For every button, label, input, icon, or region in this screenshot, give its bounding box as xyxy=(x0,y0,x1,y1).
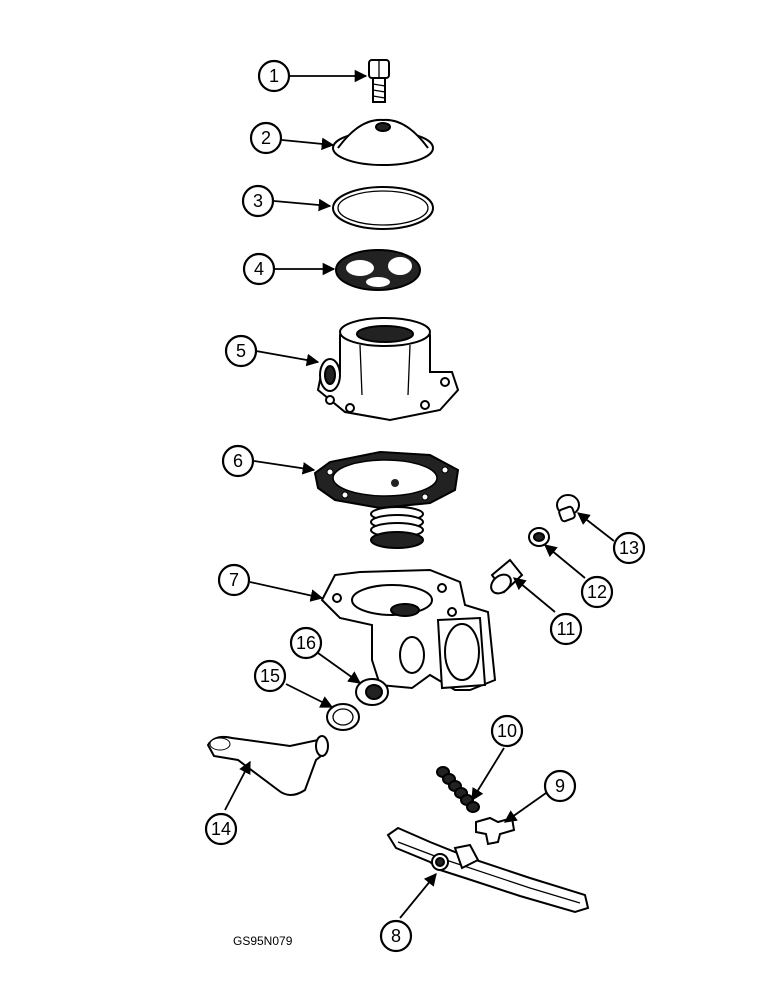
part-bolt xyxy=(368,59,390,103)
callout-11: 11 xyxy=(549,612,583,646)
svg-text:11: 11 xyxy=(557,619,576,639)
part-diaphragm xyxy=(313,450,460,549)
leader-3 xyxy=(273,198,332,212)
callout-4: 4 xyxy=(242,252,276,286)
svg-text:3: 3 xyxy=(253,191,263,211)
svg-text:13: 13 xyxy=(619,538,639,558)
leader-16 xyxy=(317,652,362,684)
leader-2 xyxy=(281,137,335,151)
figure-code: GS95N079 xyxy=(233,934,293,948)
callout-3: 3 xyxy=(241,184,275,218)
part-spring xyxy=(436,766,480,813)
part-cover xyxy=(332,118,434,166)
part-valve-plate xyxy=(335,249,421,291)
leader-7 xyxy=(249,581,324,602)
callout-7: 7 xyxy=(217,563,251,597)
leader-8 xyxy=(399,873,437,919)
callout-6: 6 xyxy=(221,444,255,478)
svg-text:1: 1 xyxy=(269,66,279,86)
svg-text:10: 10 xyxy=(497,721,517,741)
leader-11 xyxy=(513,577,556,613)
svg-text:14: 14 xyxy=(211,819,231,839)
part-lower-body xyxy=(320,568,497,691)
callout-5: 5 xyxy=(224,334,258,368)
callout-13: 13 xyxy=(612,531,646,565)
part-spring-clip xyxy=(326,703,360,731)
part-washer xyxy=(528,527,550,547)
svg-text:5: 5 xyxy=(236,341,246,361)
leader-12 xyxy=(544,544,586,579)
callout-1: 1 xyxy=(257,59,291,93)
svg-text:4: 4 xyxy=(254,259,264,279)
leader-5 xyxy=(255,350,320,367)
svg-text:15: 15 xyxy=(260,666,280,686)
callout-15: 15 xyxy=(253,659,287,693)
part-upper-body xyxy=(316,317,460,422)
svg-text:16: 16 xyxy=(296,633,316,653)
part-link xyxy=(475,816,516,846)
callout-9: 9 xyxy=(543,769,577,803)
svg-text:2: 2 xyxy=(261,128,271,148)
part-gasket-ring xyxy=(332,186,434,230)
callout-2: 2 xyxy=(249,121,283,155)
svg-text:7: 7 xyxy=(229,570,239,590)
part-rocker-arm xyxy=(386,826,590,914)
callout-14: 14 xyxy=(204,812,238,846)
leader-14 xyxy=(224,760,251,811)
svg-text:8: 8 xyxy=(391,926,401,946)
part-lever xyxy=(206,735,329,796)
leader-9 xyxy=(503,792,547,823)
svg-text:6: 6 xyxy=(233,451,243,471)
svg-text:9: 9 xyxy=(555,776,565,796)
callout-16: 16 xyxy=(289,626,323,660)
leader-15 xyxy=(285,683,334,708)
part-bushing xyxy=(355,678,389,706)
leader-10 xyxy=(471,747,505,802)
part-pin xyxy=(490,558,524,595)
callout-8: 8 xyxy=(379,919,413,953)
callout-12: 12 xyxy=(580,575,614,609)
leader-lines xyxy=(224,69,615,919)
svg-text:12: 12 xyxy=(587,582,607,602)
callout-10: 10 xyxy=(490,714,524,748)
part-plug xyxy=(556,494,580,523)
leader-6 xyxy=(253,460,316,475)
leader-13 xyxy=(577,512,615,542)
